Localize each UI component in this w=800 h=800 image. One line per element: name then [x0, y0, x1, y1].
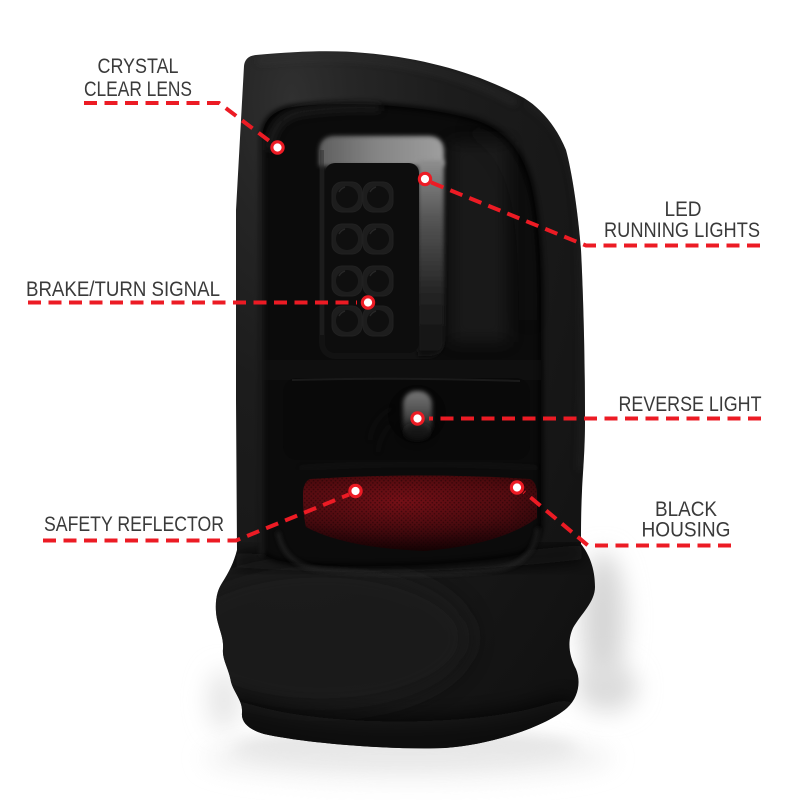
svg-text:HOUSING: HOUSING [642, 519, 731, 542]
svg-text:LED: LED [665, 198, 702, 221]
svg-text:BLACK: BLACK [655, 498, 717, 521]
svg-text:REVERSE LIGHT: REVERSE LIGHT [619, 393, 762, 416]
svg-text:CLEAR LENS: CLEAR LENS [84, 78, 192, 101]
svg-text:CRYSTAL: CRYSTAL [98, 55, 179, 78]
svg-text:BRAKE/TURN SIGNAL: BRAKE/TURN SIGNAL [26, 278, 220, 301]
svg-text:SAFETY REFLECTOR: SAFETY REFLECTOR [44, 513, 224, 536]
svg-text:RUNNING LIGHTS: RUNNING LIGHTS [604, 219, 760, 242]
